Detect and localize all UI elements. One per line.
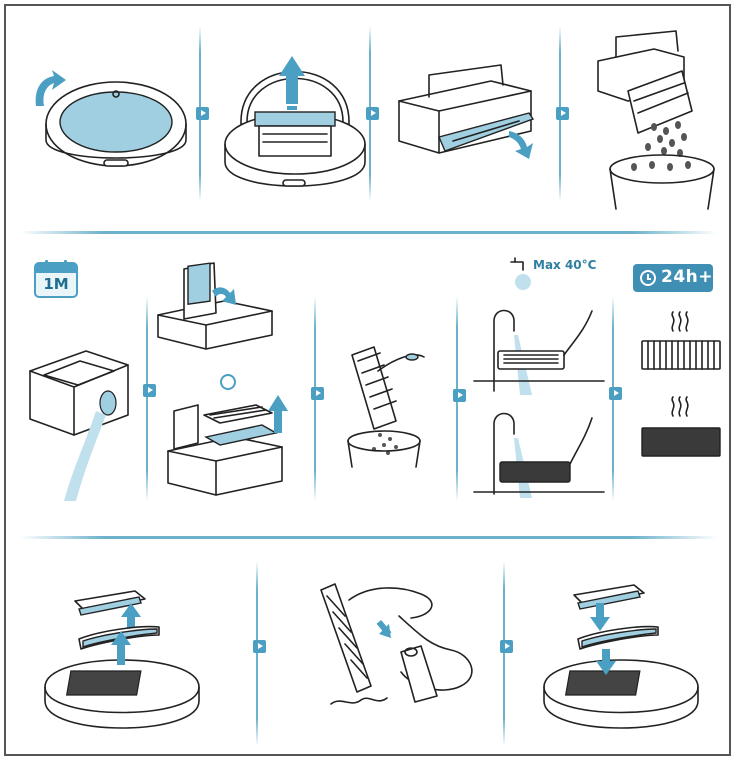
- triangle-right-icon: [453, 389, 466, 402]
- triangle-right-icon: [556, 107, 569, 120]
- faucet-icon: [510, 257, 531, 290]
- step-remove-dustbin: [224, 56, 366, 187]
- step-remove-main-brush: [44, 590, 200, 729]
- row3-divider-2: [503, 561, 505, 746]
- clock-icon: [640, 270, 656, 286]
- steam-icon: [671, 396, 689, 417]
- water-temperature-label: Max 40°C: [533, 258, 597, 272]
- calendar-icon: 1M: [34, 260, 78, 298]
- steam-icon: [671, 311, 689, 332]
- dried-white-filter: [641, 340, 721, 370]
- step-open-dustbin: [398, 64, 535, 159]
- triangle-right-icon: [609, 387, 622, 400]
- triangle-right-icon: [500, 640, 513, 653]
- triangle-right-icon: [143, 384, 156, 397]
- step-empty-dustbin: [597, 30, 715, 210]
- step-open-filter-cover: [157, 262, 273, 350]
- instruction-frame: 1M: [4, 4, 731, 756]
- row2-divider-1: [146, 296, 148, 501]
- dried-black-filter: [641, 427, 721, 457]
- step-clean-brush: [320, 583, 473, 705]
- drying-time-label: 24h+: [661, 267, 714, 287]
- step-remove-filters: [167, 395, 288, 496]
- triangle-right-icon: [196, 107, 209, 120]
- triangle-right-icon: [366, 107, 379, 120]
- step-tap-filter: [347, 346, 425, 468]
- step-wash-black-filter: [473, 412, 605, 498]
- triangle-right-icon: [311, 387, 324, 400]
- step-robot-open-lid: [35, 70, 187, 167]
- row3-divider-1: [256, 561, 258, 746]
- monthly-label: 1M: [43, 275, 69, 293]
- direction-arrow-icon: [220, 374, 236, 390]
- step-rinse-dustbin: [29, 350, 129, 501]
- row-divider-1: [20, 231, 717, 234]
- triangle-right-icon: [253, 640, 266, 653]
- row-divider-2: [20, 536, 717, 539]
- step-reinstall-main-brush: [543, 584, 699, 729]
- step-wash-white-filter: [473, 309, 605, 395]
- drying-time-badge: 24h+: [633, 264, 713, 292]
